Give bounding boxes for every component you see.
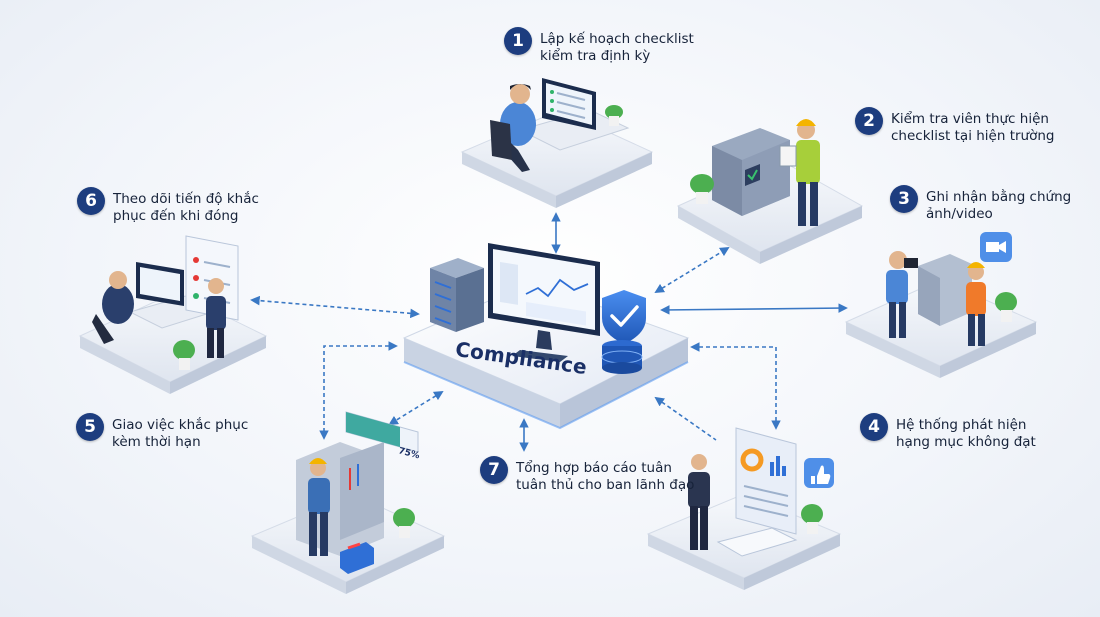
scene-evidence-capture <box>844 232 1038 378</box>
scene-remediation-task: 75% <box>250 411 446 594</box>
scene-detection-report <box>646 427 842 590</box>
arrow-hub-step5b <box>319 341 398 440</box>
plant-icon <box>801 504 823 534</box>
step-label-line2: hạng mục không đạt <box>896 434 1036 450</box>
compliance-hub <box>402 243 690 430</box>
arrow-hub-step6 <box>250 295 420 319</box>
step-number-badge: 1 <box>504 27 532 55</box>
toolbox-icon <box>340 542 374 574</box>
step-number-badge: 7 <box>480 456 508 484</box>
step-label-line1: Tổng hợp báo cáo tuân <box>516 460 672 476</box>
arrow-hub-step2 <box>654 246 730 294</box>
plant-icon <box>605 105 623 126</box>
step-number-badge: 2 <box>855 107 883 135</box>
step-label-line2: checklist tại hiện trường <box>891 128 1055 144</box>
scene-field-inspector <box>676 119 864 264</box>
step-number-badge: 6 <box>77 187 105 215</box>
step-number-badge: 5 <box>76 413 104 441</box>
step-label-line1: Lập kế hoạch checklist <box>540 31 694 47</box>
arrow-hub-step4 <box>690 342 781 430</box>
step-label-line1: Kiểm tra viên thực hiện <box>891 111 1049 127</box>
monitor-icon <box>488 243 600 362</box>
step-label-line1: Ghi nhận bằng chứng <box>926 189 1072 205</box>
video-camera-icon <box>980 232 1012 262</box>
step-label-line2: ảnh/video <box>926 206 993 222</box>
step-label-line2: kèm thời hạn <box>112 434 201 450</box>
step-number-badge: 4 <box>860 413 888 441</box>
database-icon <box>601 340 643 374</box>
step-number-badge: 3 <box>890 185 918 213</box>
step-label-line1: Giao việc khắc phục <box>112 417 249 433</box>
step-label-line2: phục đến khi đóng <box>113 208 239 224</box>
connector-arrows <box>250 212 848 452</box>
arrow-hub-step5 <box>388 390 444 426</box>
arrow-hub-step4b <box>654 396 717 441</box>
arrow-hub-step3 <box>660 303 848 315</box>
thumbs-up-icon <box>804 458 834 488</box>
plant-icon <box>173 340 195 370</box>
step-label-line2: tuân thủ cho ban lãnh đạo <box>516 477 695 493</box>
step-label-line2: kiểm tra định kỳ <box>540 48 651 64</box>
plant-icon <box>995 292 1017 322</box>
scene-progress-tracking <box>78 235 268 394</box>
plant-icon <box>690 174 714 204</box>
progress-bar: 75% <box>345 411 421 461</box>
plant-icon <box>393 508 415 538</box>
shield-check-icon <box>602 290 646 344</box>
step-label-line1: Hệ thống phát hiện <box>896 417 1027 433</box>
scene-planner-desk <box>460 78 654 208</box>
step-label-line1: Theo dõi tiến độ khắc <box>113 191 259 207</box>
server-icon <box>430 258 484 332</box>
